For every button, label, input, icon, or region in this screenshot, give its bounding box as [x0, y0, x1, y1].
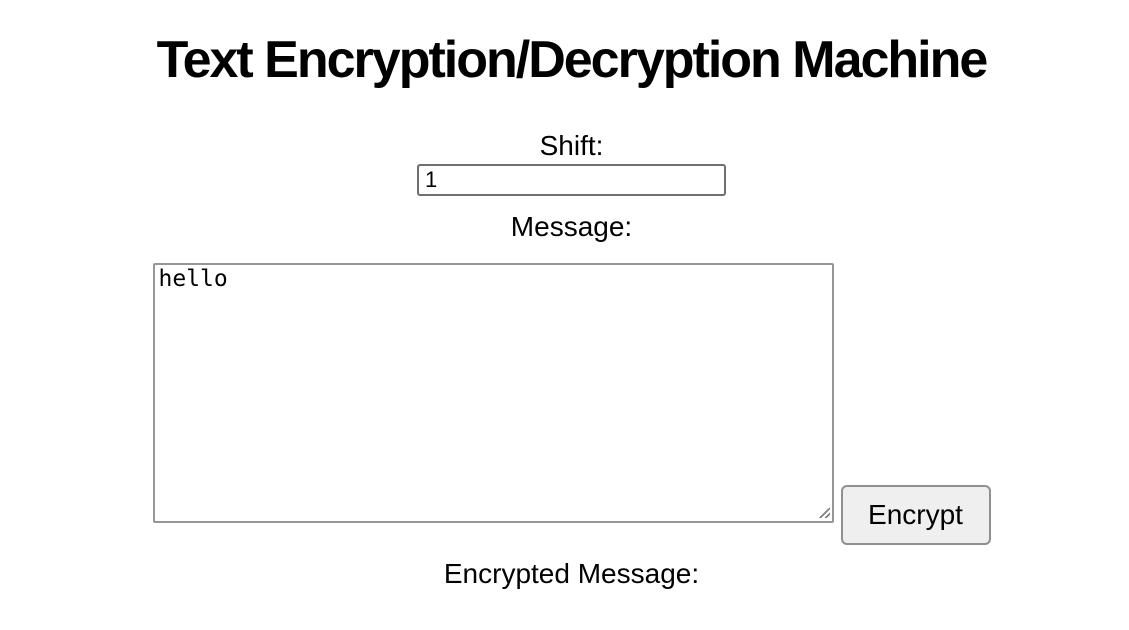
shift-label: Shift: — [539, 130, 604, 161]
encrypt-button[interactable]: Encrypt — [840, 485, 991, 545]
message-label: Message: — [510, 211, 633, 242]
message-textarea[interactable]: hello — [152, 263, 834, 523]
shift-input[interactable] — [417, 164, 726, 196]
message-textarea-wrap: hello — [152, 263, 834, 523]
textarea-resize-handle-icon[interactable] — [818, 507, 830, 518]
encrypted-message-label: Encrypted Message: — [443, 558, 700, 589]
page-title: Text Encryption/Decryption Machine — [156, 31, 989, 89]
message-row: hello Encrypt — [14, 263, 1129, 545]
encryption-app-page: Text Encryption/Decryption Machine Shift… — [0, 30, 1129, 630]
